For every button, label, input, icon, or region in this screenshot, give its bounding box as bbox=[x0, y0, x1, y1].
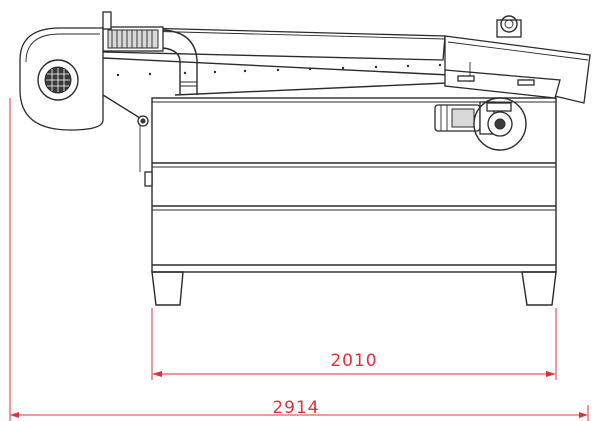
dimension-inner: 2010 bbox=[151, 308, 557, 380]
fan-grille bbox=[46, 68, 70, 92]
fan-housing-icon bbox=[19, 27, 149, 131]
chain-dots bbox=[116, 63, 442, 77]
dimension-overall-label: 2914 bbox=[272, 398, 319, 418]
gear-motor-icon bbox=[434, 97, 527, 151]
dimension-overall: 2914 bbox=[9, 98, 589, 421]
dimension-inner-label: 2010 bbox=[330, 351, 377, 371]
legs bbox=[151, 271, 557, 306]
lifting-eye-icon bbox=[496, 15, 522, 38]
conveyor-hood bbox=[102, 26, 591, 104]
spring-supports bbox=[457, 75, 535, 86]
